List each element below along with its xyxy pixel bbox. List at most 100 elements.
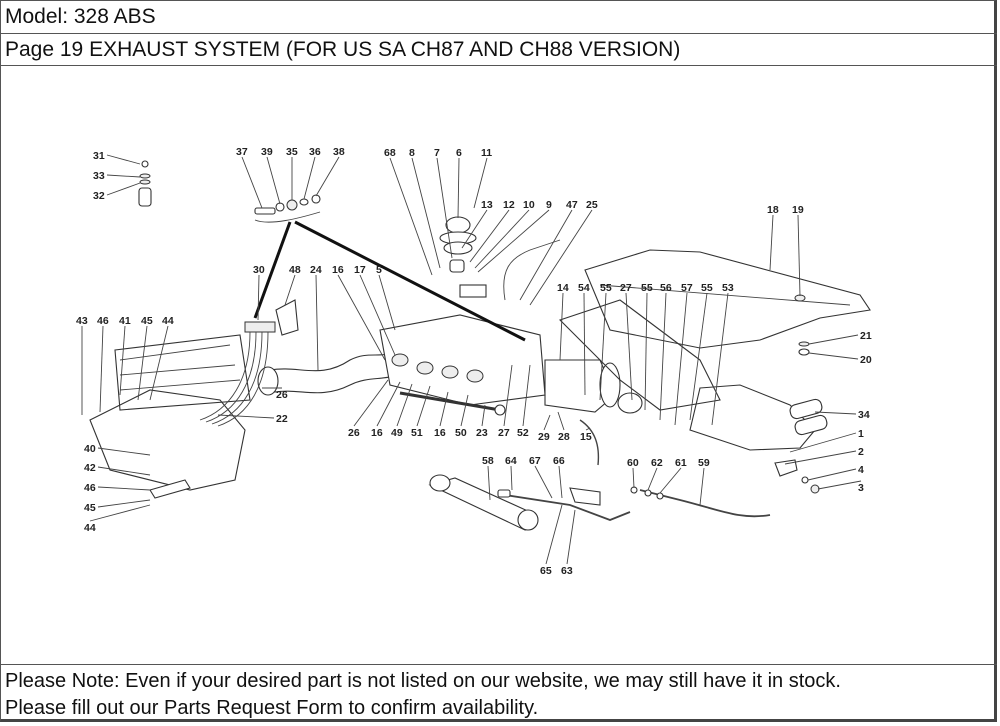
callout-label: 36 [309, 146, 321, 158]
leader-line [659, 467, 682, 494]
leader-line [808, 334, 859, 345]
callout-label: 61 [675, 457, 687, 469]
callout-label: 63 [561, 565, 573, 577]
callout-label: 62 [651, 457, 663, 469]
leader-line [457, 157, 460, 219]
callout-label: 57 [681, 282, 693, 294]
leader-line [674, 292, 688, 426]
callout-label: 65 [540, 565, 552, 577]
leader-line [817, 480, 862, 490]
leader-line [97, 499, 151, 508]
callout-label: 14 [557, 282, 569, 294]
leader-line [797, 214, 801, 297]
tailpipe [789, 398, 823, 420]
callout-label: 1 [858, 428, 864, 440]
leader-line [137, 325, 148, 401]
callout-label: 46 [84, 482, 96, 494]
leader-line [217, 414, 275, 419]
leader-line [558, 465, 563, 499]
footer-note: Please Note: Even if your desired part i… [0, 664, 997, 722]
leader-line [389, 157, 433, 276]
leader-line [97, 447, 151, 456]
callout-label: 40 [84, 443, 96, 455]
leader-line [481, 404, 486, 427]
callout-label: 16 [434, 427, 446, 439]
leader-line [647, 467, 658, 491]
leader-line [89, 504, 151, 522]
leader-line [378, 274, 396, 331]
callout-label: 38 [333, 146, 345, 158]
leader-line [644, 292, 648, 411]
callout-label: 5 [376, 264, 382, 276]
callout-label: 44 [162, 315, 174, 327]
leader-line [534, 465, 553, 499]
callout-label: 32 [93, 190, 105, 202]
leader-line [583, 292, 586, 396]
callout-label: 31 [93, 150, 105, 162]
leader-line [599, 292, 607, 401]
callout-label: 34 [858, 409, 870, 421]
model-title: Model: 328 ABS [0, 0, 997, 34]
leader-line [699, 467, 705, 506]
callout-label: 26 [276, 389, 288, 401]
footer-line-1: Please Note: Even if your desired part i… [5, 670, 841, 692]
callout-label: 9 [546, 199, 552, 211]
leader-line [566, 509, 576, 565]
leader-line [487, 465, 491, 501]
callout-label: 4 [858, 464, 864, 476]
callout-label: 39 [261, 146, 273, 158]
callout-label: 45 [84, 502, 96, 514]
callout-label: 55 [641, 282, 653, 294]
leader-line [359, 274, 396, 356]
leader-line [315, 156, 340, 197]
tailpipe [794, 414, 828, 436]
page-title: Page 19 EXHAUST SYSTEM (FOR US SA CH87 A… [0, 34, 997, 66]
callout-label: 53 [722, 282, 734, 294]
callout-label: 44 [84, 522, 96, 534]
callout-label: 52 [517, 427, 529, 439]
callout-label: 26 [348, 427, 360, 439]
leader-line [473, 157, 488, 209]
sensor-connector [244, 321, 276, 333]
callout-label: 49 [391, 427, 403, 439]
leader-line [99, 325, 104, 413]
leader-line [769, 214, 774, 271]
leader-line [585, 427, 591, 431]
callout-label: 58 [482, 455, 494, 467]
callout-label: 22 [276, 413, 288, 425]
leader-line [353, 379, 389, 427]
callout-label: 43 [76, 315, 88, 327]
leader-line [807, 468, 857, 481]
callout-label: 35 [286, 146, 298, 158]
callout-label: 15 [580, 431, 592, 443]
callout-label: 37 [236, 146, 248, 158]
callout-label: 8 [409, 147, 415, 159]
leader-line [411, 157, 441, 269]
footer-line-2: Please fill out our Parts Request Form t… [5, 697, 539, 719]
callout-label: 55 [600, 282, 612, 294]
callout-label: 10 [523, 199, 535, 211]
callout-label: 33 [93, 170, 105, 182]
leader-line [337, 274, 386, 361]
callout-label: 7 [434, 147, 440, 159]
left-heat-shield [89, 389, 246, 491]
callout-label: 3 [858, 482, 864, 494]
leader-line [284, 274, 296, 306]
callout-label: 46 [97, 315, 109, 327]
callout-label: 30 [253, 264, 265, 276]
leader-line [557, 411, 565, 431]
leader-line [106, 174, 141, 178]
callout-label: 29 [538, 431, 550, 443]
leader-line [510, 465, 513, 491]
leader-line [315, 274, 319, 371]
leader-line [461, 209, 488, 249]
muffler [689, 384, 816, 451]
leader-line [789, 432, 857, 453]
leader-line [632, 467, 635, 489]
callout-label: 66 [553, 455, 565, 467]
callout-label: 19 [792, 204, 804, 216]
leader-line [469, 209, 510, 263]
callout-label: 17 [354, 264, 366, 276]
